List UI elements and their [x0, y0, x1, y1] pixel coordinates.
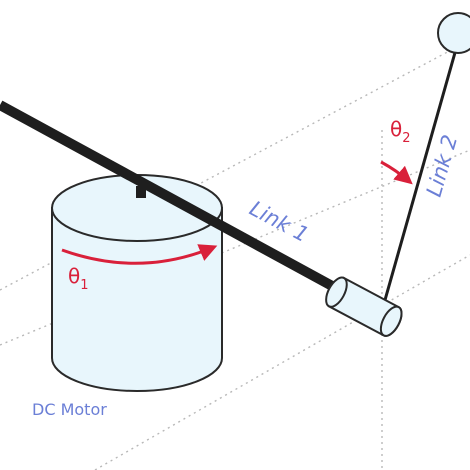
theta1-arrow [61, 244, 218, 265]
dc-motor-cylinder [51, 174, 223, 392]
theta1-label: θ1 [68, 264, 89, 293]
motor-shaft [136, 186, 146, 198]
theta2-label: θ2 [390, 117, 411, 146]
pendulum-bob [437, 12, 470, 54]
link2-label: Link 2 [422, 132, 462, 199]
link2-rod [383, 41, 460, 301]
link1-rod [0, 100, 348, 298]
theta2-arrow [380, 160, 413, 185]
joint-cylinder [325, 276, 403, 337]
dc-motor-label: DC Motor [32, 400, 107, 419]
